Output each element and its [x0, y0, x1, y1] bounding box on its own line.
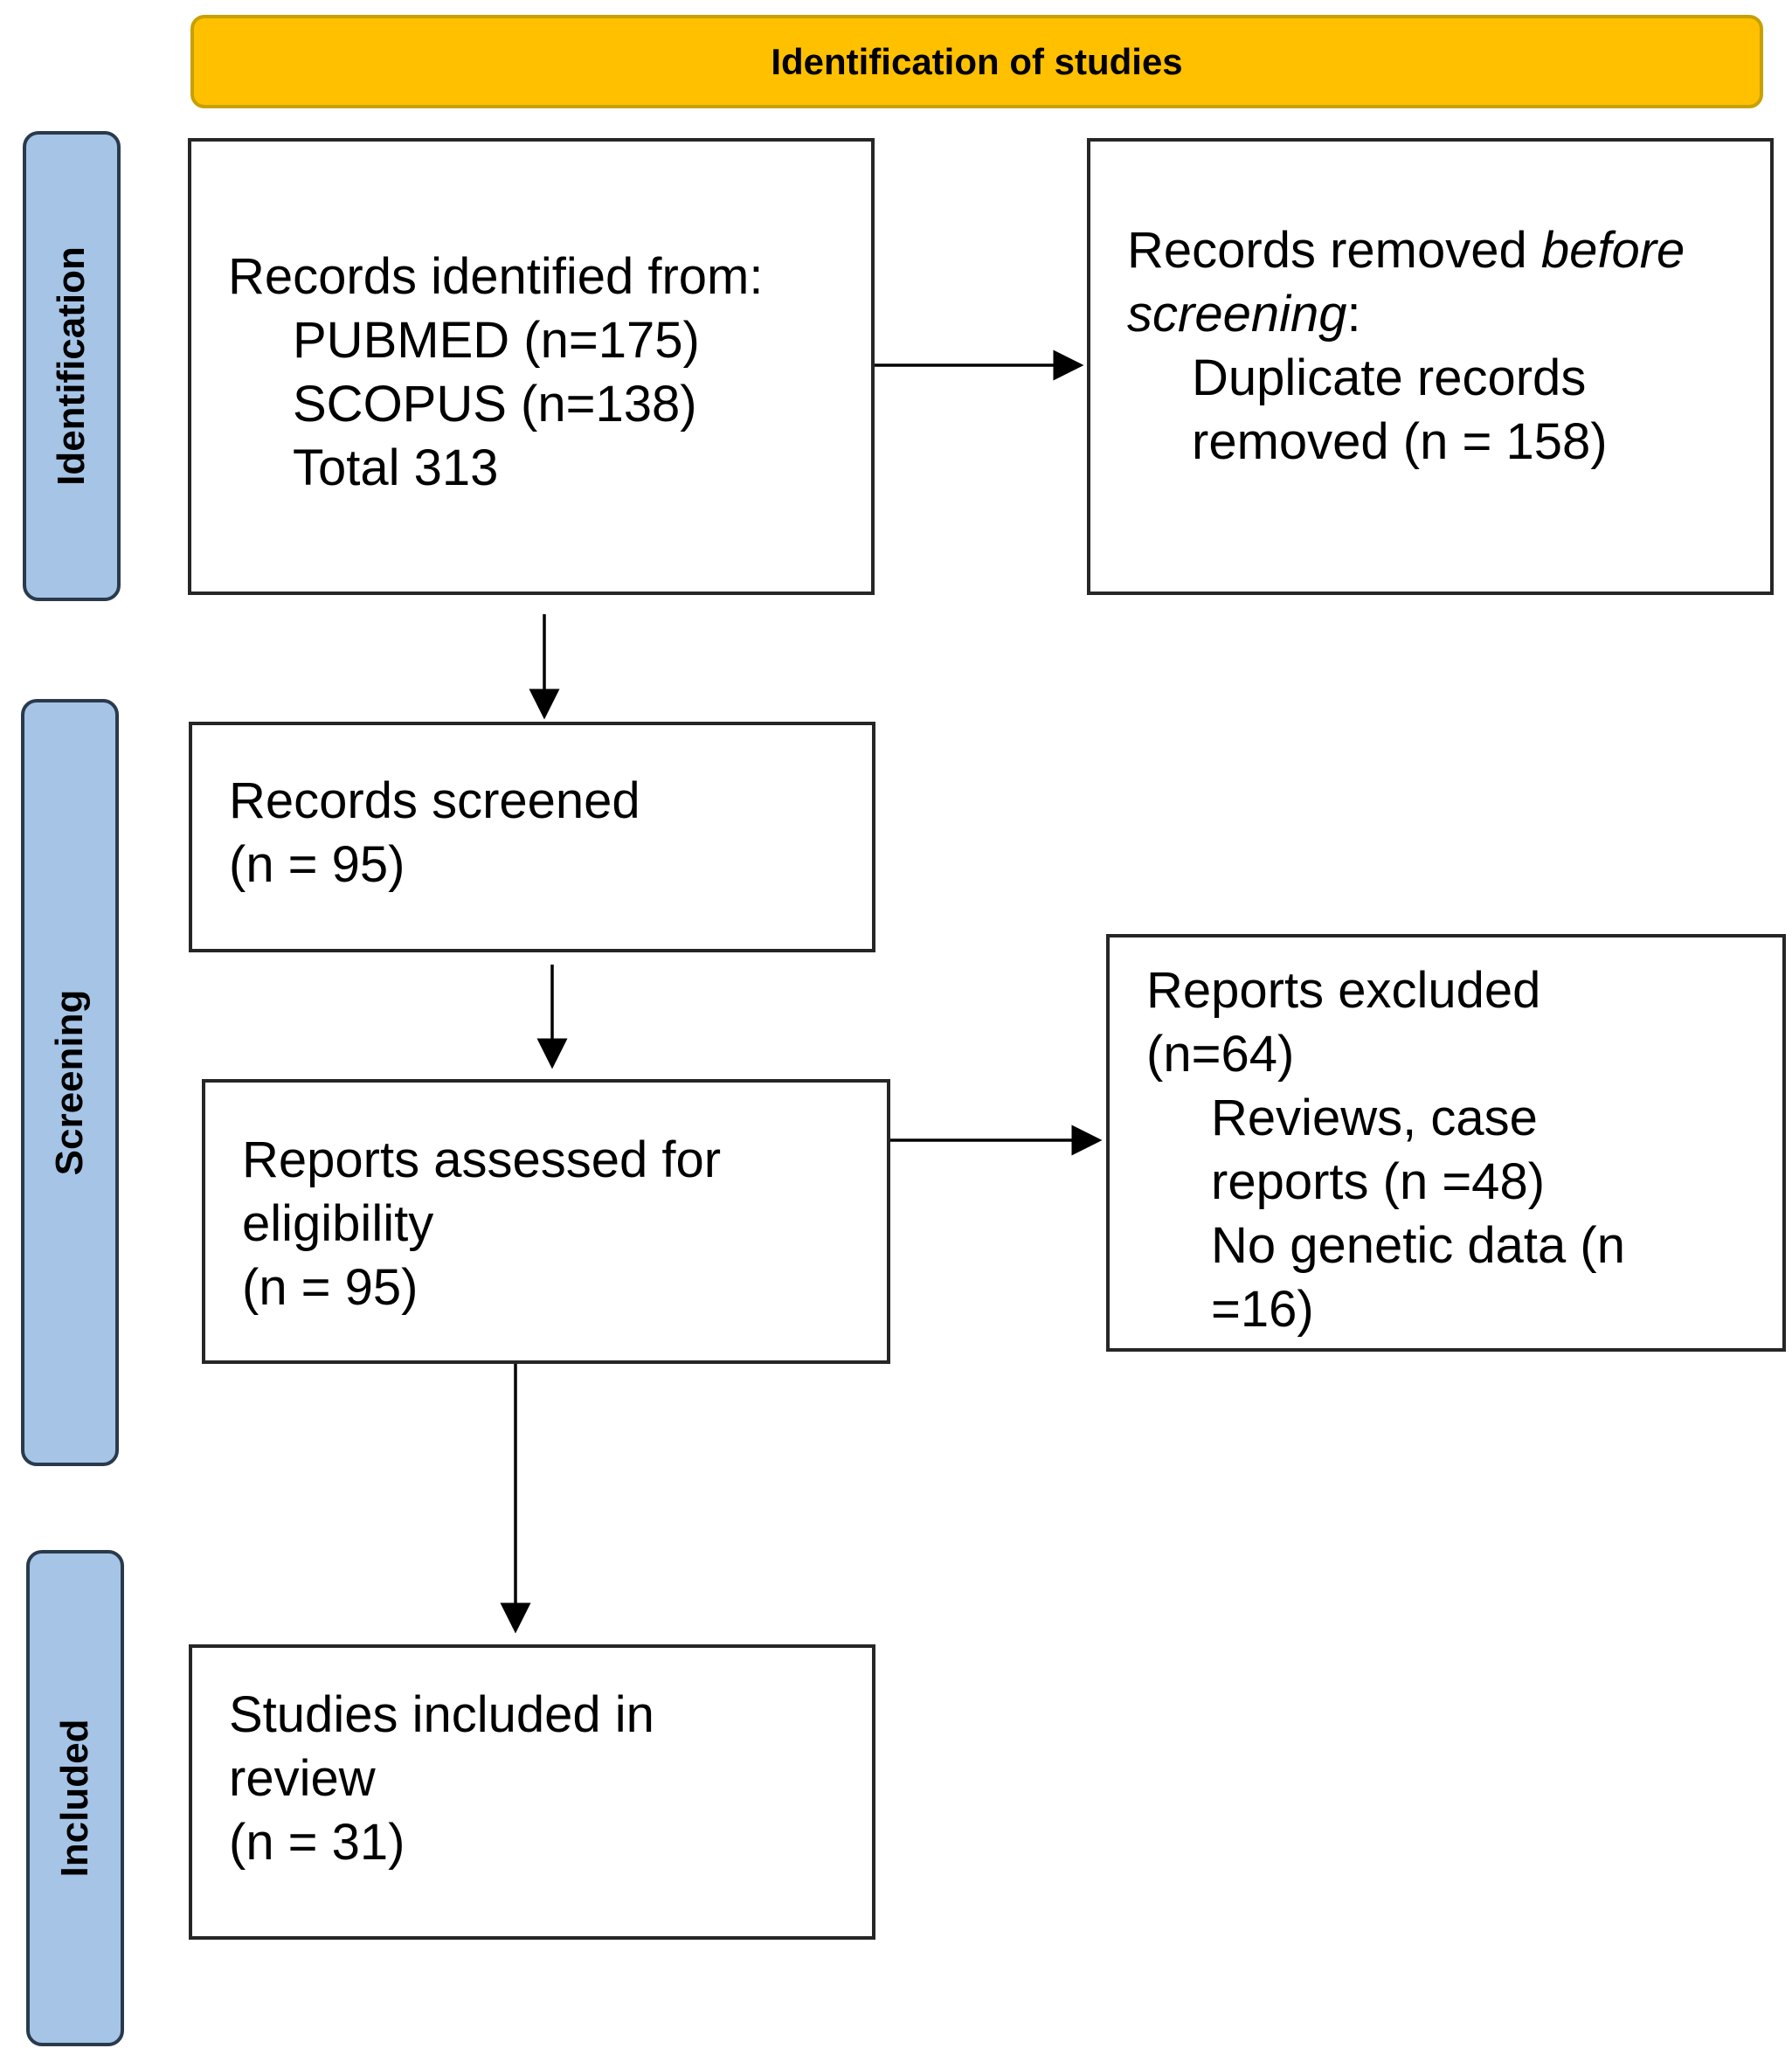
removed-line-2-text: : — [1346, 286, 1361, 343]
removed-line-4: removed (n = 158) — [1192, 413, 1608, 470]
removed-line-1-italic: before — [1540, 222, 1685, 279]
included-line-1: Studies included in — [229, 1686, 654, 1743]
removed-line-1: Records removed before — [1127, 218, 1770, 282]
assessed-line-1: Reports assessed for — [242, 1131, 722, 1188]
box-records-screened: Records screened (n = 95) — [189, 722, 875, 952]
box-reports-assessed: Reports assessed for eligibility (n = 95… — [202, 1079, 890, 1364]
excluded-line-4: reports (n =48) — [1211, 1153, 1546, 1210]
header-identification-of-studies: Identification of studies — [190, 15, 1763, 108]
removed-line-3: Duplicate records — [1192, 349, 1587, 406]
header-title: Identification of studies — [771, 40, 1183, 82]
included-line-2: review — [229, 1750, 376, 1807]
excluded-line-6: =16) — [1211, 1281, 1314, 1338]
removed-line-1-text: Records removed — [1127, 222, 1541, 279]
identified-line-1: Records identified from: — [228, 248, 764, 305]
box-records-identified: Records identified from: PUBMED (n=175) … — [188, 138, 875, 595]
identified-line-2: PUBMED (n=175) — [293, 312, 700, 369]
excluded-line-2: (n=64) — [1146, 1026, 1295, 1083]
excluded-line-3: Reviews, case — [1211, 1090, 1538, 1146]
identified-line-3: SCOPUS (n=138) — [293, 376, 697, 432]
assessed-line-3: (n = 95) — [242, 1259, 419, 1316]
box-reports-excluded: Reports excluded (n=64) Reviews, case re… — [1106, 934, 1786, 1352]
excluded-line-5: No genetic data (n — [1211, 1217, 1625, 1274]
excluded-line-1: Reports excluded — [1146, 962, 1541, 1019]
identified-line-4: Total 313 — [293, 439, 499, 496]
screened-line-2: (n = 95) — [229, 836, 405, 893]
phase-included: Included — [26, 1550, 124, 2046]
removed-line-2: screening: — [1127, 282, 1770, 346]
phase-identification: Identification — [23, 131, 121, 601]
box-studies-included: Studies included in review (n = 31) — [189, 1644, 875, 1940]
removed-line-2-italic: screening — [1127, 286, 1347, 343]
assessed-line-2: eligibility — [242, 1195, 434, 1252]
included-line-3: (n = 31) — [229, 1814, 405, 1871]
screened-line-1: Records screened — [229, 772, 640, 829]
phase-screening: Screening — [21, 699, 119, 1466]
box-records-removed: Records removed before screening: Duplic… — [1087, 138, 1774, 595]
